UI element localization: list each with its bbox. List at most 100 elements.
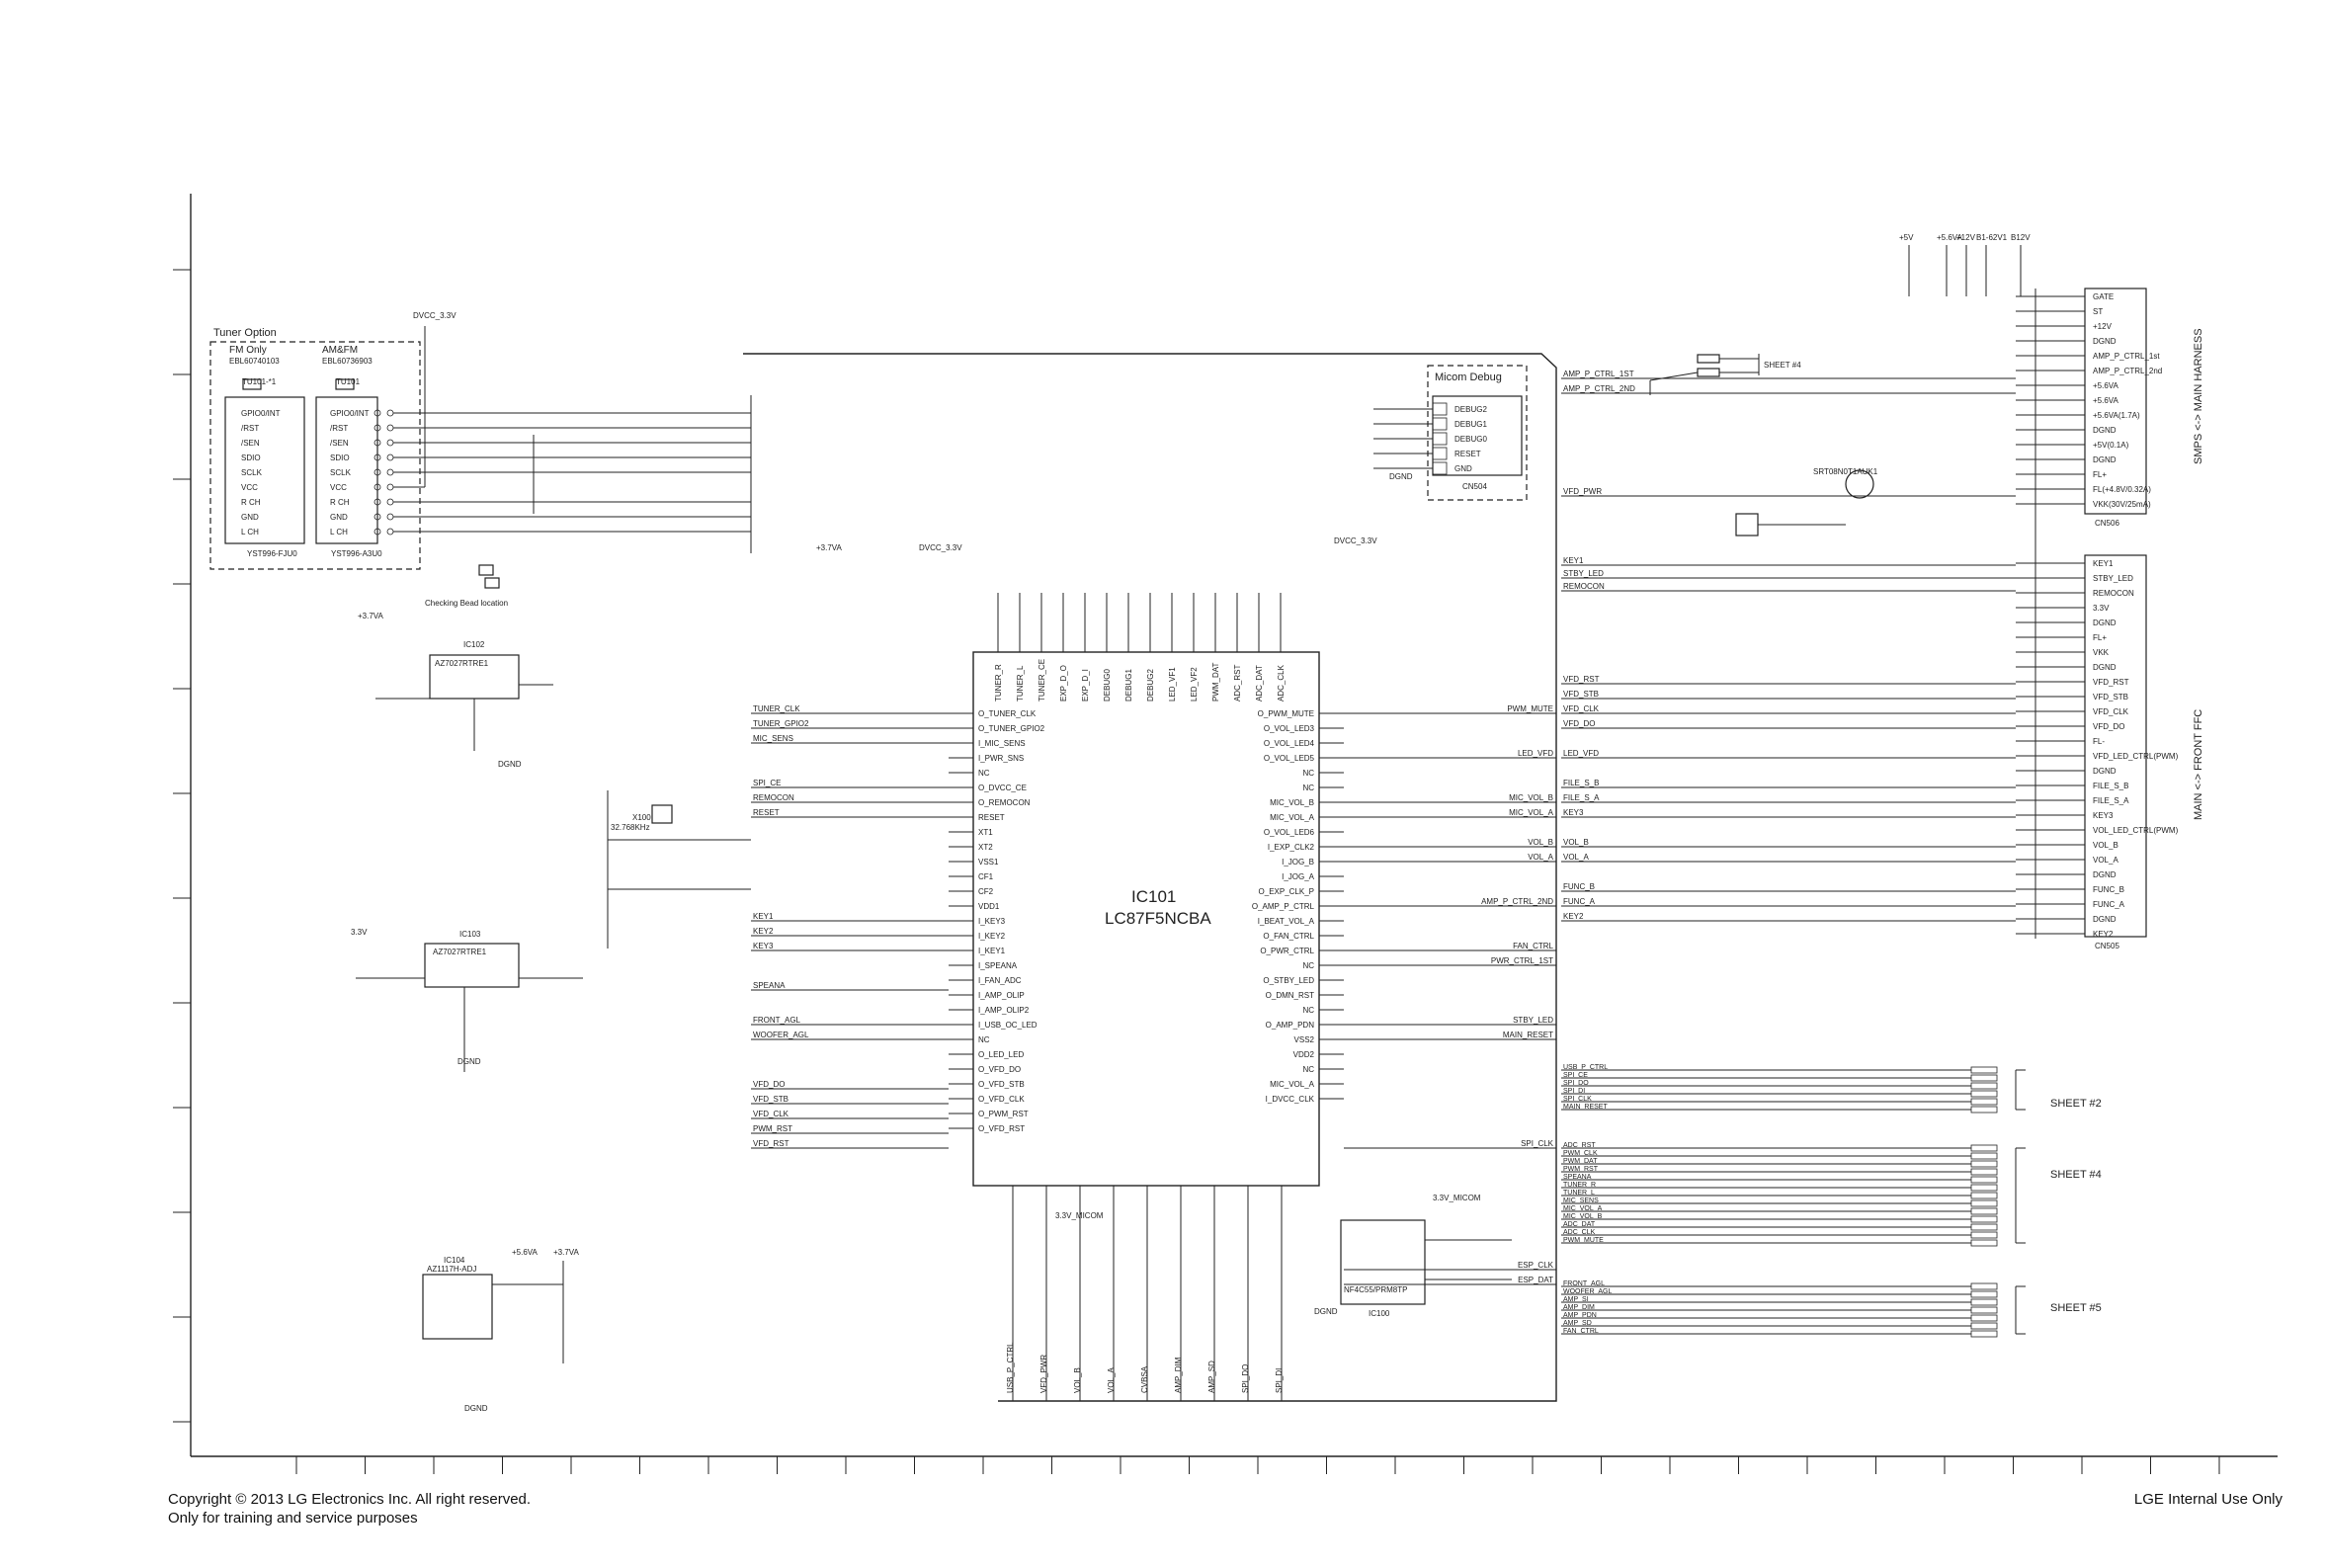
ffc-pin-label: FILE_S_B — [2093, 782, 2128, 790]
tuner-pin-dot — [374, 498, 381, 506]
harness-pin-label: DGND — [2093, 337, 2117, 346]
left-signal-label: WOOFER_AGL — [753, 1031, 809, 1039]
tuner-pin-dot — [386, 498, 394, 506]
right-signal-label: VOL_B — [1528, 838, 1553, 847]
ic101-left-pin-label: VSS1 — [978, 858, 999, 867]
tuner-pin-dot — [386, 513, 394, 521]
sheet-port — [1970, 1298, 1998, 1306]
ffc-pin-label: FUNC_A — [2093, 900, 2125, 909]
left-signal-label: KEY1 — [753, 912, 774, 921]
ic101-left-pin-label: I_AMP_OLIP2 — [978, 1006, 1030, 1015]
ffc-pin-label: FUNC_B — [2093, 885, 2124, 894]
debug-pin-box — [1432, 447, 1448, 460]
ffc-pin-label: VFD_STB — [2093, 693, 2128, 701]
debug-pin-box — [1432, 461, 1448, 475]
sheet-port — [1970, 1184, 1998, 1192]
copyright-line-2: Only for training and service purposes — [168, 1510, 418, 1527]
sheet-signal-label: TUNER_R — [1563, 1182, 1596, 1189]
sheet-ref-label: SHEET #5 — [2050, 1302, 2102, 1314]
amfm-model: YST996-A3U0 — [331, 549, 382, 558]
ic101-bottom-pin-label: VOL_A — [1107, 1367, 1116, 1393]
ffc-pin-label: VOL_LED_CTRL(PWM) — [2093, 826, 2179, 835]
right-signal-label: PWM_MUTE — [1507, 704, 1553, 713]
ic101-right-pin-label: I_JOG_A — [1282, 872, 1315, 881]
fm-pin-label: GPIO0/INT — [241, 409, 281, 418]
right-signal-label: STBY_LED — [1513, 1016, 1553, 1025]
tuner-pin-dot — [374, 513, 381, 521]
dgnd-label-5: DGND — [464, 1404, 488, 1413]
ic101-left-pin-label: I_MIC_SENS — [978, 739, 1026, 748]
ffc-pin-label: KEY3 — [2093, 811, 2114, 820]
right-signal-label: ESP_CLK — [1518, 1261, 1554, 1270]
ffc-pin-label: FL+ — [2093, 633, 2107, 642]
debug-pin-label: RESET — [1454, 450, 1481, 458]
ic101-right-pin-label: VDD2 — [1293, 1050, 1315, 1059]
left-signal-label: VFD_CLK — [753, 1110, 789, 1118]
right-signal-label: SPI_CLK — [1521, 1139, 1554, 1148]
ic101-right-pin-label: NC — [1302, 961, 1314, 970]
ic101-right-pin-label: O_VOL_LED4 — [1264, 739, 1315, 748]
sheet-reference-blocks: USB_P_CTRLSPI_CESPI_DOSPI_DISPI_CLKMAIN_… — [1561, 1064, 2102, 1338]
ic101-top-pin-label: ADC_DAT — [1255, 665, 1264, 701]
ic101-bottom-pin-label: SPI_DI — [1275, 1368, 1284, 1393]
sheet-signal-label: FRONT_AGL — [1563, 1280, 1605, 1287]
right-bus-label: STBY_LED — [1563, 569, 1604, 578]
internal-use-notice: LGE Internal Use Only — [2133, 1491, 2283, 1508]
ic101-right-pin-label: NC — [1302, 769, 1314, 778]
micom-debug-connector: CN504 — [1462, 482, 1487, 491]
amfm-pin-label: /RST — [330, 424, 348, 433]
tuner-pin-dot — [386, 528, 394, 536]
debug-pin-box — [1432, 417, 1448, 431]
ic101-left-pin-label: XT2 — [978, 843, 993, 852]
main-harness-title: SMPS <-> MAIN HARNESS — [2193, 328, 2204, 464]
right-signal-label: LED_VFD — [1518, 749, 1553, 758]
right-bus-label: FILE_S_A — [1563, 793, 1600, 802]
tuner-pin-dot — [374, 454, 381, 461]
right-bus-label: VFD_DO — [1563, 719, 1595, 728]
sheet-port — [1970, 1231, 1998, 1239]
harness-pin-label: +5.6VA(1.7A) — [2093, 411, 2140, 420]
ic101-right-pin-label: O_FAN_CTRL — [1263, 932, 1314, 941]
ic101-left-pin-label: O_PWM_RST — [978, 1110, 1029, 1118]
ffc-pin-label: STBY_LED — [2093, 574, 2133, 583]
right-bus-label: FUNC_B — [1563, 882, 1595, 891]
left-signal-label: VFD_DO — [753, 1080, 785, 1089]
tuner-pin-dot — [386, 454, 394, 461]
sheet-port — [1970, 1306, 1998, 1314]
ic101-part: LC87F5NCBA — [1105, 909, 1211, 928]
sheet-signal-label: MAIN_RESET — [1563, 1104, 1608, 1111]
ffc-pin-label: DGND — [2093, 915, 2117, 924]
right-bus-label: KEY1 — [1563, 556, 1584, 565]
ic101-right-pin-label: O_VOL_LED6 — [1264, 828, 1315, 837]
copyright-notice: Copyright © 2013 LG Electronics Inc. All… — [168, 1490, 531, 1527]
ic101-right-pin-label: O_PWR_CTRL — [1260, 947, 1314, 955]
sheet-port — [1970, 1223, 1998, 1231]
dvcc-label-tuner: DVCC_3.3V — [413, 311, 457, 320]
left-signal-label: SPEANA — [753, 981, 786, 990]
ic101-left-pin-label: NC — [978, 769, 990, 778]
ic101-bottom-pin-label: AMP_SD — [1207, 1361, 1216, 1393]
power-rail-label: +12V — [1956, 233, 1976, 242]
ffc-pin-label: VFD_CLK — [2093, 707, 2129, 716]
fm-pin-label: GND — [241, 513, 259, 522]
rail-37va-label: +3.7VA — [816, 543, 843, 552]
sheet4-top-ref: SHEET #4 — [1649, 354, 1801, 395]
harness-pin-label: +5.6VA — [2093, 396, 2119, 405]
left-signal-label: SPI_CE — [753, 779, 781, 787]
ic101-top-pin-label: TUNER_L — [1016, 665, 1025, 701]
ffc-pin-label: REMOCON — [2093, 589, 2134, 598]
ffc-pin-label: DGND — [2093, 767, 2117, 776]
left-signal-label: TUNER_CLK — [753, 704, 800, 713]
right-bus-label: VFD_RST — [1563, 675, 1600, 684]
tuner-pin-dot — [386, 439, 394, 447]
right-bus-label: AMP_P_CTRL_2ND — [1563, 384, 1635, 393]
left-signal-label: KEY3 — [753, 942, 774, 950]
sheet-port — [1970, 1330, 1998, 1338]
debug-pin-label: DEBUG0 — [1454, 435, 1487, 444]
sheet-ref-label: SHEET #4 — [2050, 1169, 2102, 1181]
sheet-port — [1970, 1106, 1998, 1114]
right-bus-label: KEY3 — [1563, 808, 1584, 817]
sheet-port — [1970, 1152, 1998, 1160]
